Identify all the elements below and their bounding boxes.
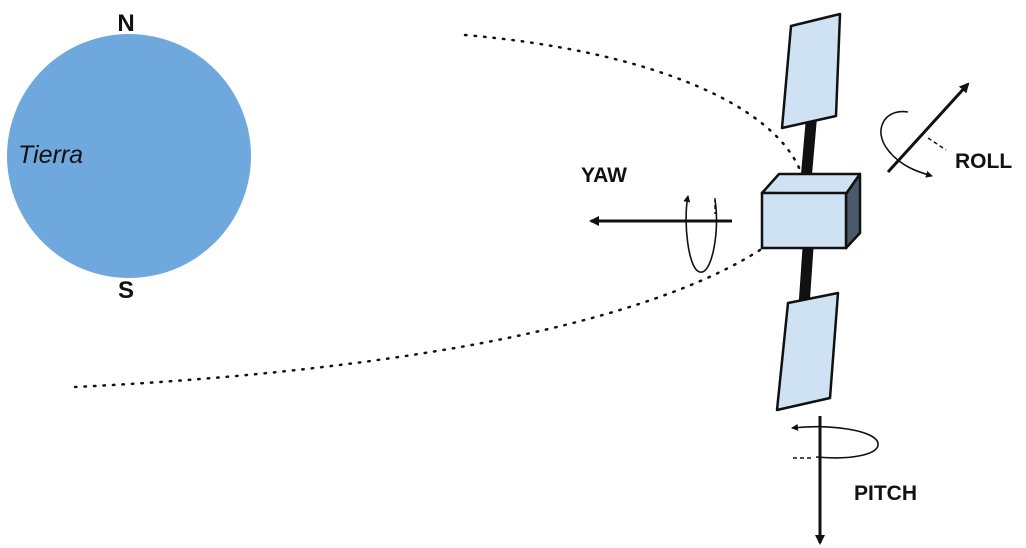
satellite-boom-lower [798,247,814,307]
satellite-boom-upper [800,111,818,181]
orbit-path-lower [73,248,762,389]
solar-panel-upper [780,12,842,130]
yaw-label: YAW [581,164,627,187]
satellite-body-front [760,191,848,250]
south-pole-label: S [118,277,134,304]
pitch-rotation-indicator [791,423,879,459]
earth-globe [7,34,251,278]
roll-axis-arrow [886,82,970,174]
roll-rotation-dash [927,137,947,151]
orbit-path-upper [463,33,802,172]
north-pole-label: N [117,10,134,37]
satellite-body-top [760,172,862,196]
earth-label: Tierra [18,141,83,169]
solar-panel-lower [775,291,840,412]
roll-label: ROLL [955,150,1012,173]
roll-rotation-indicator [880,110,933,178]
yaw-rotation-indicator [683,195,718,273]
pitch-label: PITCH [854,482,917,505]
